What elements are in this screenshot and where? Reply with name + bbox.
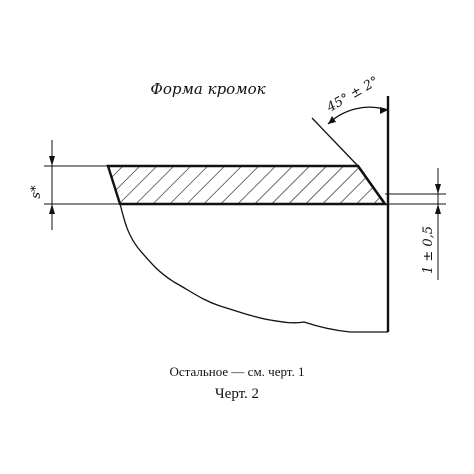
plate-section [106, 164, 388, 206]
root-face-dimension: 1 ± 0,5 [385, 168, 446, 280]
thickness-dimension: s* [29, 140, 120, 230]
bevel-extension-line [311, 117, 359, 167]
bevel-edge [357, 165, 386, 205]
drawing-note: Остальное — см. черт. 1 [169, 364, 304, 379]
root-face-label: 1 ± 0,5 [421, 226, 436, 274]
thickness-label: s* [29, 185, 44, 199]
drawing-title: Форма кромок [150, 80, 265, 98]
angle-dimension: 45° ± 2° [324, 74, 389, 125]
drawing-caption: Черт. 2 [215, 386, 259, 402]
break-line [119, 203, 388, 333]
